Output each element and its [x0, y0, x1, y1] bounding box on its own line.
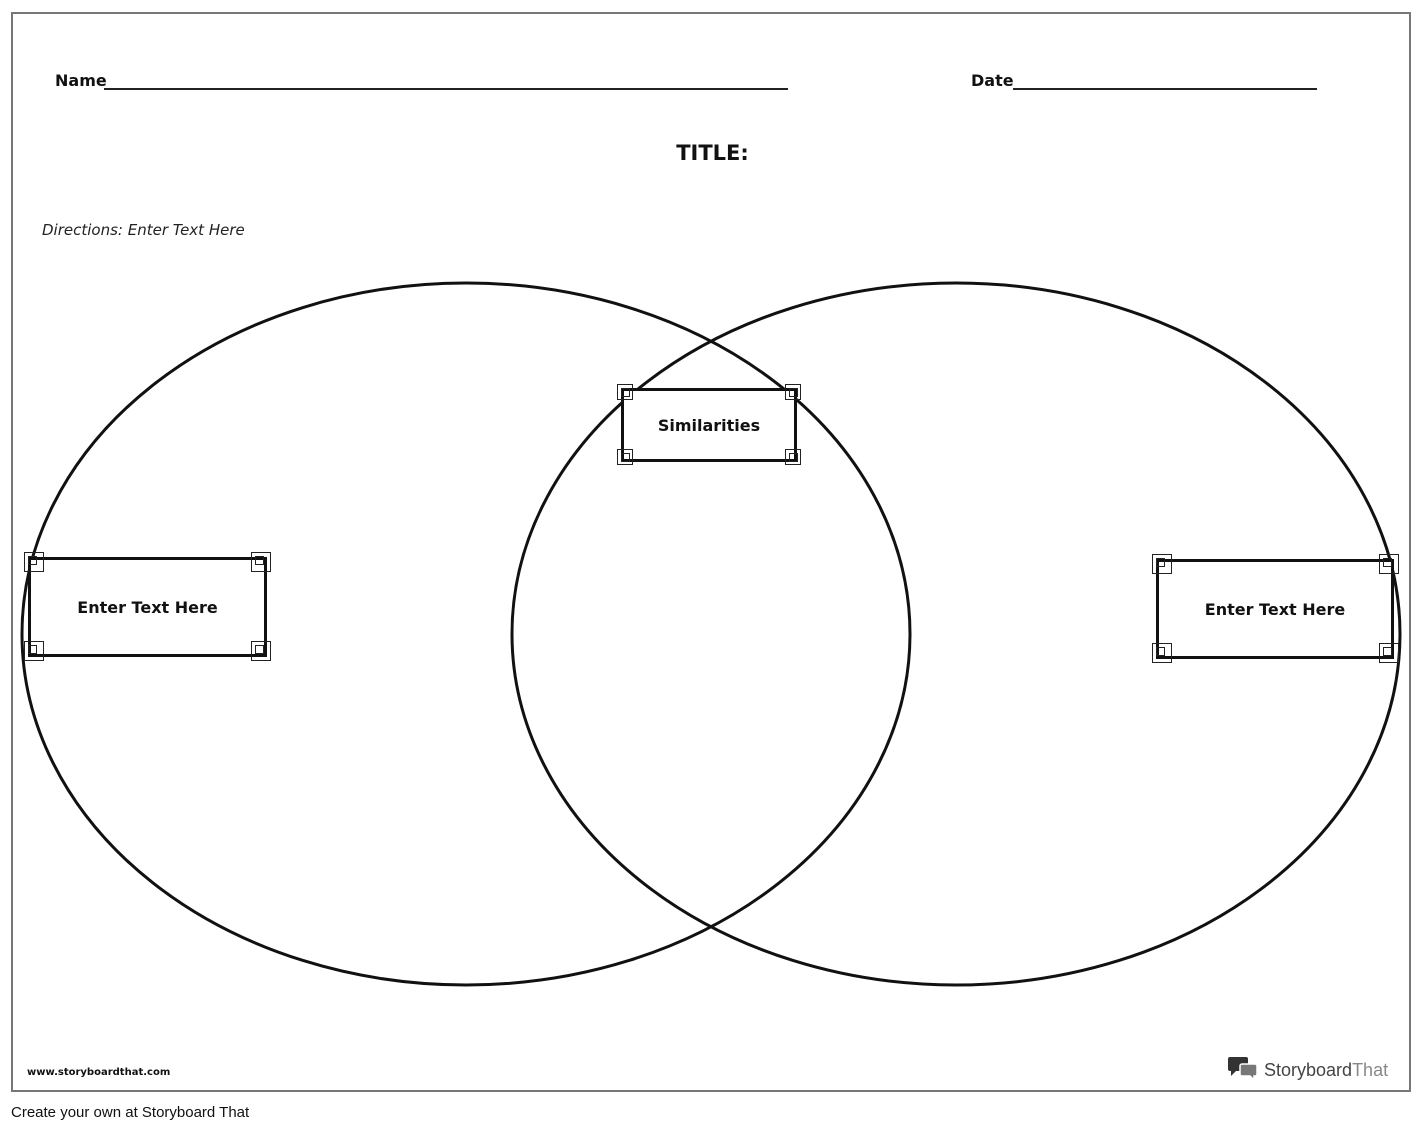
left-text-box[interactable]: Enter Text Here — [28, 557, 267, 657]
name-label: Name — [55, 71, 107, 90]
brand-primary: Storyboard — [1264, 1060, 1353, 1080]
directions-text: Directions: Enter Text Here — [42, 221, 245, 239]
name-line[interactable] — [104, 88, 788, 90]
storyboardthat-logo[interactable]: StoryboardThat — [1228, 1055, 1388, 1086]
right-text-label: Enter Text Here — [1204, 599, 1346, 619]
date-line[interactable] — [1013, 88, 1317, 90]
similarities-box[interactable]: Similarities — [621, 388, 797, 462]
resize-handle[interactable] — [785, 449, 801, 465]
resize-handle[interactable] — [24, 641, 44, 661]
similarities-label: Similarities — [657, 415, 761, 435]
page-title: TITLE: — [676, 141, 749, 165]
right-ellipse — [510, 281, 1402, 987]
left-text-label: Enter Text Here — [77, 597, 218, 617]
resize-handle[interactable] — [251, 552, 271, 572]
resize-handle[interactable] — [251, 641, 271, 661]
left-ellipse — [20, 281, 912, 987]
resize-handle[interactable] — [617, 384, 633, 400]
brand-secondary: That — [1352, 1060, 1389, 1080]
footer-url[interactable]: www.storyboardthat.com — [27, 1067, 171, 1078]
date-label: Date — [971, 71, 1014, 90]
speech-bubbles-icon — [1228, 1055, 1258, 1086]
resize-handle[interactable] — [785, 384, 801, 400]
right-text-box[interactable]: Enter Text Here — [1156, 559, 1394, 659]
create-your-own-link[interactable]: Create your own at Storyboard That — [11, 1104, 250, 1121]
resize-handle[interactable] — [1379, 643, 1399, 663]
resize-handle[interactable] — [1152, 643, 1172, 663]
brand-name: StoryboardThat — [1264, 1060, 1388, 1081]
resize-handle[interactable] — [1379, 554, 1399, 574]
resize-handle[interactable] — [617, 449, 633, 465]
resize-handle[interactable] — [1152, 554, 1172, 574]
resize-handle[interactable] — [24, 552, 44, 572]
worksheet — [11, 12, 1411, 1092]
